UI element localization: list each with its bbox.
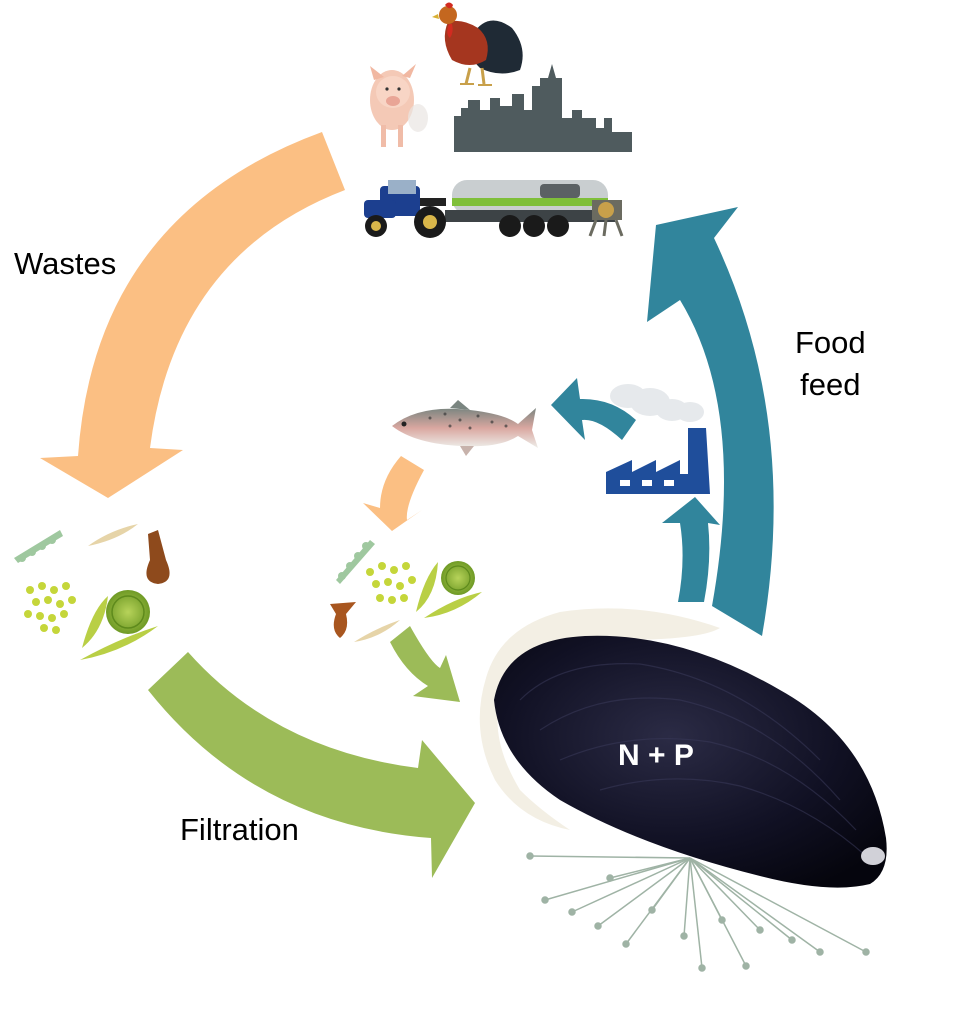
small-food-arrow-to-factory	[662, 497, 720, 602]
pig-icon	[370, 64, 428, 147]
nitrogen-phosphorus-label: N + P	[618, 739, 694, 772]
mussel-shell	[494, 635, 887, 888]
filtration-label: Filtration	[180, 812, 299, 847]
wastes-arrow	[40, 132, 345, 498]
byssus-threads	[526, 852, 870, 972]
phytoplankton-icon-small	[330, 540, 482, 642]
filtration-arrow	[148, 652, 475, 878]
small-filtration-arrow	[390, 626, 460, 702]
food-label: Food	[795, 325, 866, 360]
wastes-label: Wastes	[14, 246, 117, 281]
rooster-icon	[432, 2, 523, 86]
food-feed-arrow	[647, 207, 774, 636]
trout-fish-icon	[392, 400, 538, 456]
feed-label: feed	[800, 366, 861, 402]
factory-icon	[606, 428, 710, 494]
small-feed-arrow-to-fish	[551, 378, 636, 440]
phytoplankton-icon	[14, 524, 170, 660]
tractor-with-slurry-tank-icon	[364, 180, 624, 238]
city-skyline-icon	[454, 64, 632, 152]
mussel-icon	[479, 608, 887, 972]
small-wastes-arrow	[363, 456, 424, 531]
food-feed-label: Food feed	[795, 322, 866, 406]
smoke-cloud-icon	[610, 384, 704, 422]
